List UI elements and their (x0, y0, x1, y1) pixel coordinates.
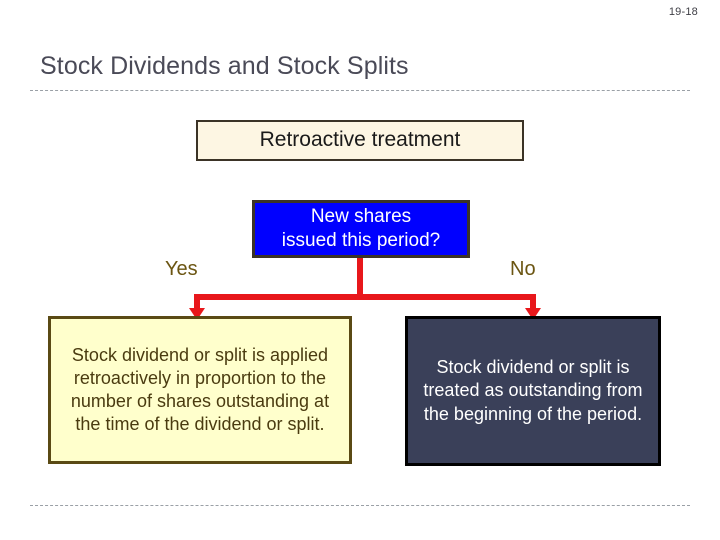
page-number: 19-18 (668, 6, 698, 18)
connector-horizontal-bar (194, 294, 536, 300)
outcome-box-yes: Stock dividend or split is applied retro… (48, 316, 352, 464)
connector-drop-no (530, 294, 536, 312)
decision-line-2: issued this period? (281, 230, 441, 251)
outcome-box-no: Stock dividend or split is treated as ou… (405, 316, 661, 466)
connector-drop-yes (194, 294, 200, 312)
outcome-yes-text: Stock dividend or split is applied retro… (70, 344, 330, 435)
branch-label-no: No (510, 258, 536, 280)
page-title: Stock Dividends and Stock Splits (40, 52, 409, 80)
outcome-no-text: Stock dividend or split is treated as ou… (423, 357, 643, 424)
connector-stem (357, 258, 363, 300)
branch-label-yes: Yes (165, 258, 198, 280)
flowchart-decision-box: New shares issued this period? (252, 200, 470, 258)
decision-text: New shares issued this period? (282, 205, 440, 254)
divider-top (30, 90, 690, 91)
decision-line-1: New shares (310, 205, 412, 227)
divider-bottom (30, 505, 690, 506)
flowchart-header-box: Retroactive treatment (196, 120, 524, 161)
flowchart-header-label: Retroactive treatment (259, 128, 461, 152)
